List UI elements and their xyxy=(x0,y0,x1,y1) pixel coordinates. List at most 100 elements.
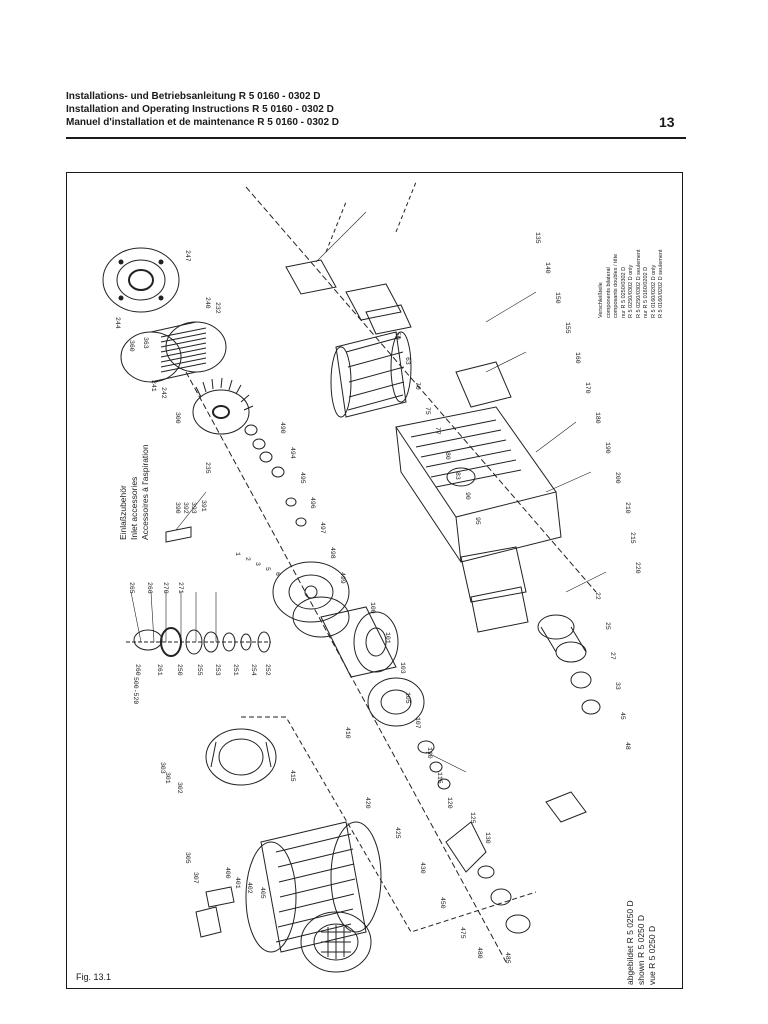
legend-xx-de: nur R 5 0160/0202 D xyxy=(643,266,649,318)
svg-text:252: 252 xyxy=(264,664,271,676)
svg-text:265: 265 xyxy=(128,582,135,594)
svg-text:490: 490 xyxy=(279,422,286,434)
shown-model-label: abgebildet R 5 0250 D shown R 5 0250 D v… xyxy=(625,865,665,985)
svg-text:80: 80 xyxy=(444,452,451,460)
shown-en: shown xyxy=(636,960,646,985)
legend-only-fr: R 5 0250/0302 D seulement xyxy=(635,249,642,319)
svg-text:244: 244 xyxy=(114,317,121,329)
motor-flange-part xyxy=(205,728,277,786)
svg-text:48: 48 xyxy=(624,742,631,750)
header-rule xyxy=(66,137,686,139)
svg-text:130: 130 xyxy=(484,832,491,844)
exhaust-silencer-part xyxy=(537,614,587,663)
svg-text:50: 50 xyxy=(394,332,401,340)
svg-text:155: 155 xyxy=(564,322,571,334)
svg-text:260: 260 xyxy=(134,664,141,676)
svg-text:70: 70 xyxy=(414,382,421,390)
svg-text:115: 115 xyxy=(436,772,443,784)
svg-text:390: 390 xyxy=(174,502,181,514)
svg-text:254: 254 xyxy=(250,664,257,676)
svg-text:301: 301 xyxy=(164,772,171,784)
svg-text:200: 200 xyxy=(614,472,621,484)
svg-text:430: 430 xyxy=(419,862,426,874)
svg-text:253: 253 xyxy=(214,664,221,676)
title-german: Installations- und Betriebsanleitung R 5… xyxy=(66,91,321,102)
svg-text:135: 135 xyxy=(534,232,541,244)
svg-text:63: 63 xyxy=(404,357,411,365)
svg-text:261: 261 xyxy=(156,664,163,676)
svg-text:307: 307 xyxy=(192,872,199,884)
svg-text:496: 496 xyxy=(309,497,316,509)
svg-text:247: 247 xyxy=(184,250,191,262)
svg-text:303: 303 xyxy=(159,762,166,774)
svg-text:450: 450 xyxy=(439,897,446,909)
svg-text:77: 77 xyxy=(434,427,441,435)
base-foot-part xyxy=(195,886,235,938)
svg-text:500-520: 500-520 xyxy=(132,677,139,704)
svg-text:498: 498 xyxy=(329,547,336,559)
page-number: 13 xyxy=(659,114,675,130)
svg-text:107: 107 xyxy=(414,717,421,729)
shown-model-2: R 5 0250 D xyxy=(636,915,646,959)
inlet-flange-part xyxy=(102,247,180,313)
svg-text:300: 300 xyxy=(174,412,181,424)
svg-text:180: 180 xyxy=(594,412,601,424)
end-flange-part xyxy=(272,561,350,623)
legend-only-de: nur R 5 0250/0302 D xyxy=(620,266,627,318)
filter-cartridge-part xyxy=(120,321,227,383)
svg-text:3: 3 xyxy=(254,562,261,566)
svg-text:150: 150 xyxy=(554,292,561,304)
legend-xx-fr: R 5 0160/0202 D seulement xyxy=(658,249,664,319)
svg-text:235: 235 xyxy=(204,462,211,474)
svg-text:25: 25 xyxy=(604,622,611,630)
shown-model-3: R 5 0250 D xyxy=(647,925,657,969)
shown-model-1: R 5 0250 D xyxy=(625,900,635,944)
svg-text:232: 232 xyxy=(214,302,221,314)
inlet-accessories-label: Einlaßzubehör Inlet accessories Accessoi… xyxy=(118,390,160,540)
shown-de: abgebildet xyxy=(625,945,635,985)
svg-text:101: 101 xyxy=(384,632,391,644)
coupling-part xyxy=(445,821,531,934)
svg-text:215: 215 xyxy=(629,532,636,544)
inlet-accessory-stack xyxy=(126,627,271,657)
svg-text:485: 485 xyxy=(504,952,511,964)
inlet-accessories-en: Inlet accessories xyxy=(129,476,139,540)
legend-wear-fr: composants doubles / tête xyxy=(613,253,619,318)
svg-text:22: 22 xyxy=(594,592,601,600)
pump-housing-part xyxy=(395,406,562,563)
svg-text:1: 1 xyxy=(234,552,241,556)
svg-text:240: 240 xyxy=(204,297,211,309)
svg-text:405: 405 xyxy=(259,887,266,899)
small-parts-group xyxy=(244,424,451,790)
svg-text:241: 241 xyxy=(150,380,157,392)
svg-text:27: 27 xyxy=(609,652,616,660)
svg-text:494: 494 xyxy=(289,447,296,459)
inlet-accessories-fr: Accessoires à l'aspiration xyxy=(140,444,150,540)
svg-text:100: 100 xyxy=(369,602,376,614)
legend-block: Verschleißteile components bilateral com… xyxy=(598,178,668,319)
legend-only-en: R 5 0250/0302 D only xyxy=(628,264,634,318)
legend-wear-en: components bilateral xyxy=(605,267,612,318)
figure-caption: Fig. 13.1 xyxy=(76,972,112,982)
svg-text:45: 45 xyxy=(619,712,626,720)
end-cover-part xyxy=(367,677,425,727)
cover-plate-part xyxy=(285,259,337,295)
gasket-part xyxy=(292,596,350,638)
svg-text:305: 305 xyxy=(184,852,191,864)
svg-text:120: 120 xyxy=(446,797,453,809)
svg-text:363: 363 xyxy=(142,337,149,349)
svg-text:90: 90 xyxy=(464,492,471,500)
svg-text:33: 33 xyxy=(614,682,621,690)
svg-text:251: 251 xyxy=(232,664,239,676)
svg-text:410: 410 xyxy=(344,727,351,739)
svg-text:402: 402 xyxy=(246,882,253,894)
svg-text:266: 266 xyxy=(146,582,153,594)
motor-part xyxy=(245,821,382,953)
svg-text:415: 415 xyxy=(289,770,296,782)
title-english: Installation and Operating Instructions … xyxy=(66,104,334,115)
svg-text:499: 499 xyxy=(339,572,346,584)
part-number-labels: 500-520 265 266 270 271 260 261 250 255 … xyxy=(114,232,641,964)
svg-text:5: 5 xyxy=(264,567,271,571)
svg-text:392: 392 xyxy=(182,502,189,514)
svg-text:125: 125 xyxy=(469,812,476,824)
